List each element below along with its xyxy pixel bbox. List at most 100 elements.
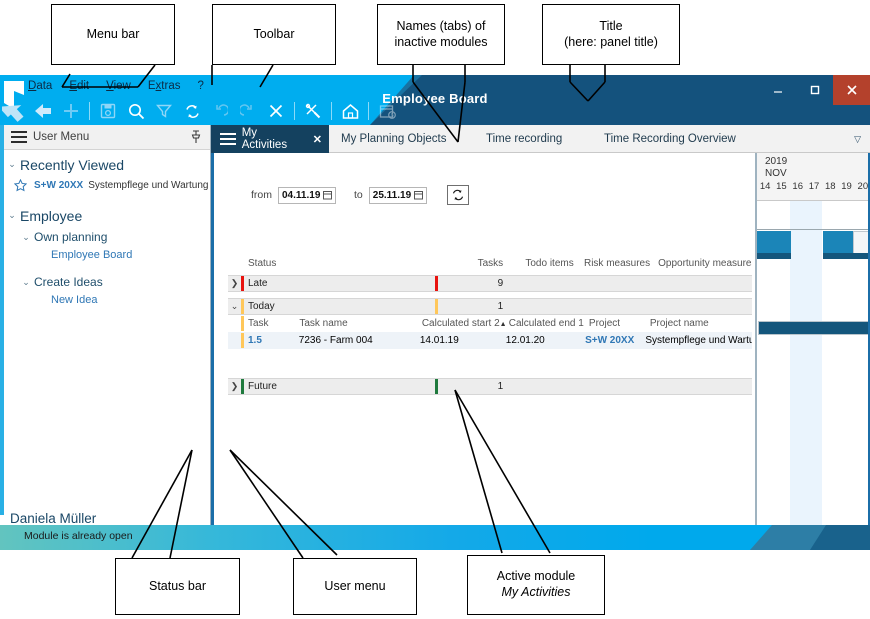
grid-subheader-task-name[interactable]: Task name xyxy=(299,318,348,329)
tree-leaf-employee-board[interactable]: Employee Board xyxy=(51,249,133,261)
minimize-button[interactable] xyxy=(759,75,796,105)
annotation-active-module-line1: Active module xyxy=(496,569,576,584)
tree-node-create-ideas[interactable]: ⌄ Create Ideas xyxy=(18,273,210,292)
sort-descending-icon: ▼ xyxy=(584,321,585,328)
tree-leaf-new-idea[interactable]: New Idea xyxy=(51,294,98,306)
tools-icon[interactable] xyxy=(300,98,326,124)
window-controls[interactable] xyxy=(759,75,870,105)
user-menu-header: User Menu xyxy=(4,125,210,150)
tab-my-activities[interactable]: My Activities ✕ xyxy=(211,125,329,153)
star-icon[interactable] xyxy=(14,179,27,192)
toolbar[interactable] xyxy=(30,97,400,125)
grid-group-row-late[interactable]: ❯ Late 9 xyxy=(228,275,752,292)
hamburger-icon[interactable] xyxy=(220,133,236,145)
chevron-down-icon[interactable]: ▽ xyxy=(854,134,861,144)
annotation-toolbar-label: Toolbar xyxy=(253,26,295,41)
tab-my-planning-objects[interactable]: My Planning Objects xyxy=(341,125,446,153)
maximize-button[interactable] xyxy=(796,75,833,105)
undo-icon[interactable] xyxy=(207,98,233,124)
gantt-day: 18 xyxy=(824,181,836,192)
gantt-bar-future[interactable] xyxy=(758,321,870,335)
annotation-toolbar: Toolbar xyxy=(212,4,336,65)
collapse-icon[interactable]: ⌄ xyxy=(230,301,239,311)
back-arrow-icon[interactable] xyxy=(30,98,56,124)
annotation-user-menu: User menu xyxy=(293,558,417,615)
close-icon[interactable] xyxy=(263,98,289,124)
pin-icon[interactable] xyxy=(190,130,202,144)
menu-item-edit-accel: E xyxy=(69,80,77,92)
tab-time-recording-overview-label: Time Recording Overview xyxy=(604,133,736,145)
date-filter-bar[interactable]: from 04.11.19 to 25.11.19 xyxy=(251,185,469,205)
gantt-body xyxy=(757,201,870,550)
expand-icon[interactable]: ❯ xyxy=(230,381,239,391)
grid-subheader-project-name[interactable]: Project name xyxy=(649,318,709,329)
tree-node-own-planning[interactable]: ⌄ Own planning xyxy=(18,228,210,247)
refresh-icon[interactable] xyxy=(179,98,205,124)
grid-group-row-today[interactable]: ⌄ Today 1 xyxy=(228,298,752,315)
menu-item-extras[interactable]: Extras xyxy=(147,80,181,92)
grid-header-tasks[interactable]: Tasks xyxy=(477,258,504,269)
menu-item-help[interactable]: ? xyxy=(197,80,204,92)
tab-time-recording-overview[interactable]: Time Recording Overview xyxy=(604,125,736,153)
user-menu-title: User Menu xyxy=(33,131,90,143)
from-date-input[interactable]: 04.11.19 xyxy=(278,186,336,204)
panel-accent-bar xyxy=(211,153,214,535)
toolbar-separator xyxy=(89,102,90,120)
gantt-year: 2019 xyxy=(765,156,788,167)
row-calculated-start: 14.01.19 xyxy=(419,335,459,346)
row-task[interactable]: 1.5 xyxy=(248,335,262,346)
home-icon[interactable] xyxy=(337,98,363,124)
recently-viewed-item[interactable]: S+W 20XX Systempflege und Wartung xyxy=(4,179,210,192)
add-icon[interactable] xyxy=(58,98,84,124)
row-task-name: 7236 - Farm 004 xyxy=(298,335,373,346)
gantt-bar-late-b[interactable] xyxy=(823,231,855,255)
calendar-icon[interactable] xyxy=(413,190,423,200)
hamburger-icon[interactable] xyxy=(11,131,27,143)
menu-item-data[interactable]: Data xyxy=(28,80,53,92)
time-recording-icon[interactable] xyxy=(374,98,400,124)
chevron-down-icon[interactable]: ⌄ xyxy=(8,210,16,220)
annotation-status-bar-label: Status bar xyxy=(149,578,206,593)
tree-node-own-planning-label: Own planning xyxy=(34,230,108,244)
gantt-timeline: 2019 NOV 14 15 16 17 18 19 20 xyxy=(756,153,870,550)
grid-group-row-future[interactable]: ❯ Future 1 xyxy=(228,378,752,395)
chevron-down-icon[interactable]: ⌄ xyxy=(22,277,30,287)
refresh-button[interactable] xyxy=(446,185,469,205)
filter-icon[interactable] xyxy=(151,98,177,124)
leader-inactive-tabs xyxy=(412,65,466,143)
grid-header-todo-items[interactable]: Todo items xyxy=(525,258,574,269)
tab-time-recording[interactable]: Time recording xyxy=(486,125,562,153)
calendar-icon[interactable] xyxy=(323,190,332,200)
chevron-down-icon[interactable]: ⌄ xyxy=(22,232,30,242)
menu-bar[interactable]: Data Edit View Extras ? xyxy=(28,80,204,92)
grid-header-opportunity-measures[interactable]: Opportunity measures xyxy=(658,258,752,269)
close-button[interactable] xyxy=(833,75,870,105)
chevron-down-icon[interactable]: ⌄ xyxy=(8,159,16,169)
row-project[interactable]: S+W 20XX xyxy=(585,335,635,346)
to-date-input[interactable]: 25.11.19 xyxy=(368,186,427,204)
grid-subheader-task[interactable]: Task xyxy=(248,318,269,329)
grid-subheader-project[interactable]: Project xyxy=(588,318,621,329)
save-icon[interactable] xyxy=(95,98,121,124)
grid-subheader-calculated-end[interactable]: Calculated end 1▼ xyxy=(505,318,585,329)
gantt-day: 17 xyxy=(808,181,820,192)
menu-item-edit[interactable]: Edit xyxy=(69,80,90,92)
menu-item-view[interactable]: View xyxy=(106,80,131,92)
grid-header-risk-measures[interactable]: Risk measures xyxy=(583,258,651,269)
table-row[interactable]: 1.5 7236 - Farm 004 14.01.19 12.01.20 S+… xyxy=(228,332,752,349)
tree-group-recently-viewed[interactable]: ⌄ Recently Viewed xyxy=(4,155,210,175)
grid-subheader-calculated-start[interactable]: Calculated start 2▲ xyxy=(421,318,505,329)
grid-header-row: Status Tasks Todo items Risk measures Op… xyxy=(228,255,752,272)
gantt-day-row: 14 15 16 17 18 19 20 xyxy=(757,181,870,192)
module-tab-strip[interactable]: My Activities ✕ My Planning Objects Time… xyxy=(211,125,870,153)
tree-group-employee[interactable]: ⌄ Employee xyxy=(4,206,210,226)
search-icon[interactable] xyxy=(123,98,149,124)
menu-item-extras-accel: x xyxy=(155,80,162,92)
redo-icon[interactable] xyxy=(235,98,261,124)
tab-close-icon[interactable]: ✕ xyxy=(312,133,322,146)
status-message: Module is already open xyxy=(24,530,133,542)
grid-header-status[interactable]: Status xyxy=(248,258,277,269)
title-bar: Data Edit View Extras ? xyxy=(0,75,870,125)
expand-icon[interactable]: ❯ xyxy=(230,278,239,288)
gantt-bar-late-a[interactable] xyxy=(757,231,791,255)
